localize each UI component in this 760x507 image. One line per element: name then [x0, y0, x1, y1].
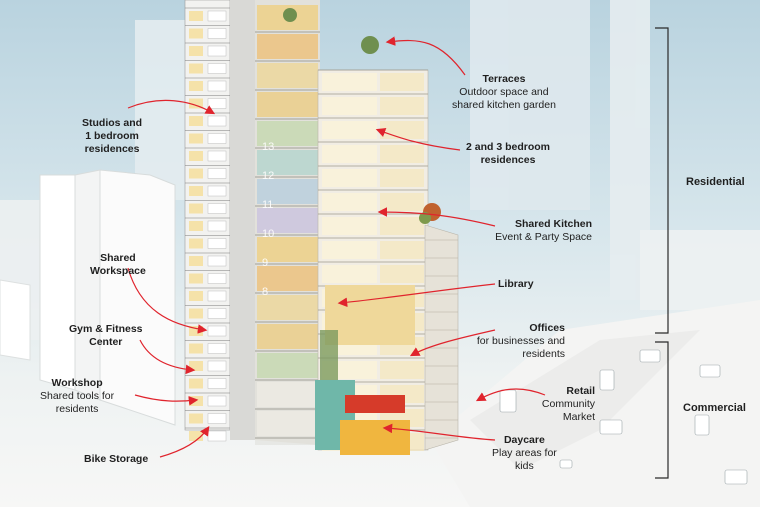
label-two-three-bedroom: 2 and 3 bedroom residences	[466, 141, 550, 167]
label-library-title: Library	[498, 278, 534, 290]
arrow-retail	[475, 388, 546, 402]
label-studios: Studios and 1 bedroom residences	[82, 117, 142, 156]
label-offices-title: Offices	[529, 322, 565, 334]
label-workspace-line1: Shared	[100, 252, 136, 264]
floor-number: 9	[262, 257, 268, 269]
label-daycare-title: Daycare	[503, 434, 545, 446]
section-commercial: Commercial	[683, 402, 746, 414]
label-workshop-sub2: residents	[55, 403, 99, 415]
arrow-shared-kitchen	[377, 207, 496, 227]
background-buildings	[0, 0, 760, 340]
arrow-library	[337, 283, 496, 308]
arrow-daycare	[382, 423, 496, 441]
label-shared-kitchen-title: Shared Kitchen	[514, 218, 592, 230]
floor-number: 11	[262, 199, 273, 211]
label-retail-title: Retail	[566, 385, 595, 397]
label-library: Library	[498, 278, 534, 291]
arrow-terraces	[385, 36, 466, 76]
label-bike-title: Bike Storage	[84, 453, 149, 465]
street-vehicles	[499, 349, 748, 485]
arrow-bike	[159, 426, 210, 458]
label-studios-line1: Studios and	[82, 117, 143, 129]
label-gym: Gym & Fitness Center	[69, 323, 143, 349]
label-gym-line1: Gym & Fitness	[69, 323, 143, 335]
floor-number: 12	[262, 170, 274, 182]
left-tower	[184, 0, 255, 442]
residential-bracket	[655, 27, 669, 334]
street	[430, 300, 760, 507]
main-tower: 13 12 11 10 9 8	[255, 0, 459, 455]
section-residential: Residential	[686, 176, 745, 188]
label-workshop: Workshop Shared tools for residents	[40, 377, 114, 416]
arrow-two-three	[375, 127, 461, 151]
label-terraces-sub1: Outdoor space and	[459, 86, 549, 98]
arrow-workshop	[134, 394, 199, 406]
label-terraces: Terraces Outdoor space and shared kitche…	[452, 73, 556, 112]
label-offices: Offices for businesses and residents	[465, 322, 565, 361]
label-daycare: Daycare Play areas for kids	[492, 434, 557, 473]
label-daycare-sub2: kids	[515, 460, 534, 472]
label-offices-sub1: for businesses and	[476, 335, 565, 347]
label-workspace-line2: Workspace	[90, 265, 146, 277]
label-shared-kitchen-sub: Event & Party Space	[495, 231, 592, 243]
floor-number: 10	[262, 228, 274, 240]
label-terraces-sub2: shared kitchen garden	[452, 99, 556, 111]
label-retail-sub2: Market	[562, 411, 595, 423]
label-workshop-title: Workshop	[51, 377, 103, 389]
label-shared-kitchen: Shared Kitchen Event & Party Space	[490, 218, 592, 244]
left-white-blocks	[0, 169, 176, 426]
label-two-three-line1: 2 and 3 bedroom	[466, 141, 551, 153]
label-gym-line2: Center	[89, 336, 123, 348]
label-terraces-title: Terraces	[482, 73, 526, 85]
label-daycare-sub1: Play areas for	[492, 447, 557, 459]
label-workshop-sub1: Shared tools for	[40, 390, 115, 402]
label-bike-storage: Bike Storage	[84, 453, 148, 466]
arrow-gym	[139, 339, 196, 375]
label-shared-workspace: Shared Workspace	[90, 252, 146, 278]
commercial-bracket	[655, 341, 669, 479]
floor-number: 8	[262, 286, 268, 298]
floor-number: 13	[262, 141, 274, 153]
arrow-workspace	[127, 267, 208, 334]
label-two-three-line2: residences	[480, 154, 536, 166]
arrow-studios	[127, 99, 216, 115]
label-retail: Retail Community Market	[520, 385, 595, 424]
label-studios-line2: 1 bedroom	[85, 130, 139, 142]
label-retail-sub1: Community	[541, 398, 595, 410]
label-studios-line3: residences	[84, 143, 140, 155]
label-offices-sub2: residents	[522, 348, 565, 360]
arrow-offices	[409, 329, 496, 357]
